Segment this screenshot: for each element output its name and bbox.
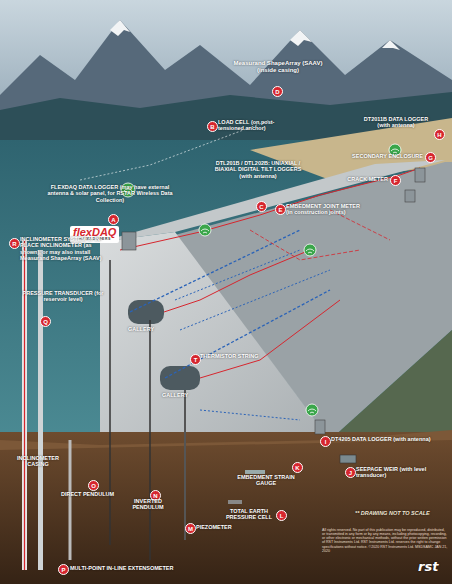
sensor-label: INVERTED PENDULUM [120,498,176,511]
callout-circle: E [275,204,286,215]
callout-circle: A [108,214,119,225]
sensor-label: PIEZOMETER [196,524,256,530]
sensor-label: TOTAL EARTH PRESSURE CELL [222,508,276,521]
sensor-label: LOAD CELL (on post-tensioned anchor) [218,119,293,132]
callout-circle: C [256,201,267,212]
callout-circle: G [425,152,436,163]
callout-letter: N [153,493,157,499]
callout-circle: T [190,354,201,365]
callout-circle: K [292,462,303,473]
sensor-label: CRACK METER [330,176,388,182]
logger-label: DT2011B DATA LOGGER (with antenna) [360,116,432,129]
callout-letter: P [61,567,65,573]
callout-letter: B [210,124,214,130]
callout-letter: T [194,357,198,363]
gallery-label: GALLERY [128,326,178,332]
scale-note: ** DRAWING NOT TO SCALE [355,510,450,516]
sensor-label: INCLINOMETER SYSTEM or IN-PLACE INCLINOM… [20,236,112,261]
logger-label: DTL201B / DTL202B: UNIAXIAL / BIAXIAL DI… [208,160,308,179]
callout-circle: R [9,238,20,249]
callout-letter: H [437,132,441,138]
callout-circle: J [345,467,356,478]
callout-letter: G [428,155,433,161]
callout-letter: A [111,217,115,223]
sensor-label: EMBEDMENT JOINT METER (in construction j… [286,203,366,216]
sensor-label: THERMISTOR STRING [200,353,270,359]
enclosure-label: SECONDARY ENCLOSURE [338,153,423,159]
callout-letter: Q [43,319,48,325]
sensor-label: EMBEDMENT STRAIN GAUGE [236,474,296,487]
gallery-label: GALLERY [162,392,212,398]
callout-letter: D [275,89,279,95]
callout-letter: O [91,483,96,489]
callout-letter: E [278,207,282,213]
callout-circle: O [88,480,99,491]
sensor-label: Measurand ShapeArray (SAAV) (inside casi… [228,60,328,74]
sensor-label: SEEPAGE WEIR (with level transducer) [356,466,436,479]
callout-letter: I [325,439,327,445]
callout-circle: D [272,86,283,97]
logger-label: FLEXDAQ DATA LOGGER (may have external a… [45,184,175,203]
callout-letter: K [295,465,299,471]
brand-logo: rst [418,560,448,575]
sensor-label: INCLINOMETER CASING [8,455,68,468]
callout-letter: J [349,470,352,476]
callout-circle: I [320,436,331,447]
logger-label: DT4205 DATA LOGGER (with antenna) [331,436,436,442]
callout-circle: H [434,129,445,140]
copyright-note: All rights reserved. No part of this pub… [322,528,448,553]
callout-letter: L [280,513,284,519]
callout-circle: Q [40,316,51,327]
callout-circle: B [207,121,218,132]
callout-letter: M [188,526,193,532]
sensor-label: PRESSURE TRANSDUCER (for reservoir level… [18,290,108,303]
callout-circle: M [185,523,196,534]
sensor-label: MULTI-POINT IN-LINE EXTENSOMETER [70,565,220,571]
sensor-label: DIRECT PENDULUM [60,491,115,497]
callout-letter: C [259,204,263,210]
callout-circle: P [58,564,69,575]
callout-letter: F [394,178,398,184]
callout-circle: F [390,175,401,186]
callout-letter: R [12,241,16,247]
callout-circle: L [276,510,287,521]
